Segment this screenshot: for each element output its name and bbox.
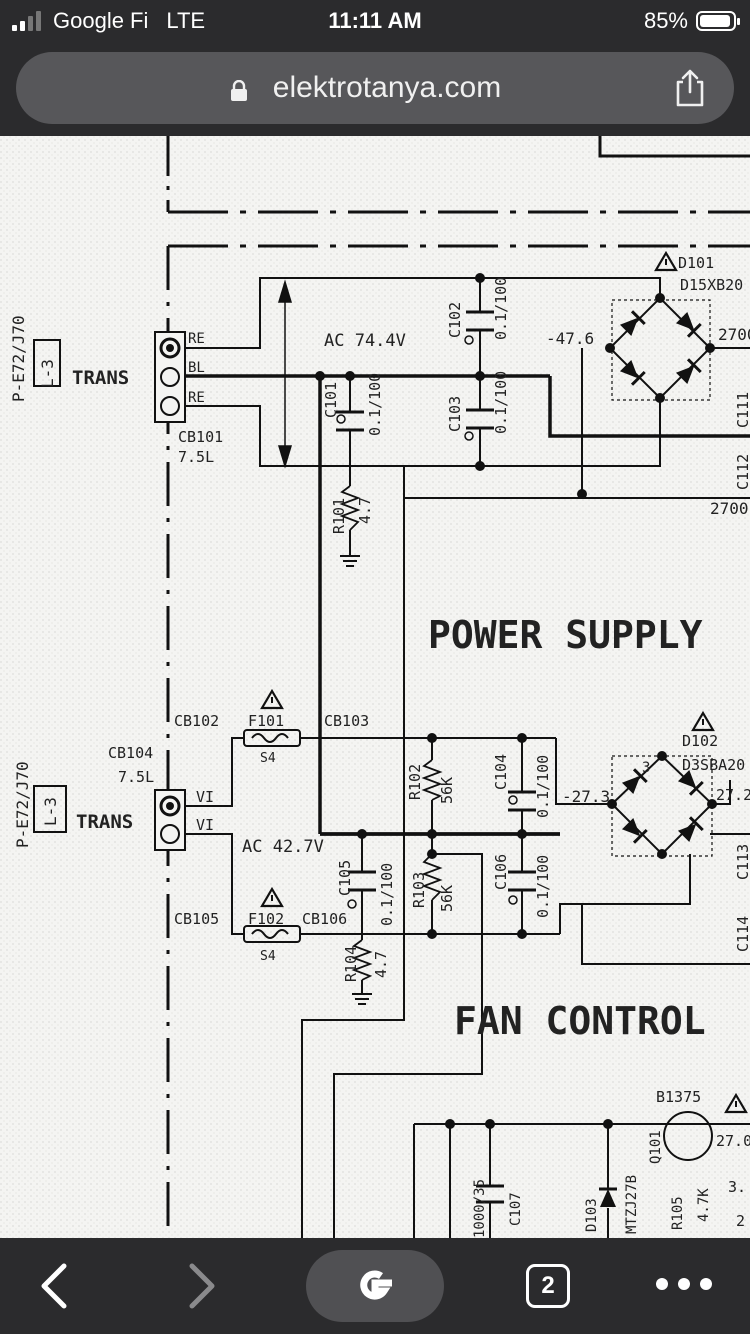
- trans-bottom-box: L-3: [41, 797, 60, 826]
- voltage-2700-b: 2700: [710, 499, 749, 518]
- c101-label: C101: [322, 382, 340, 418]
- voltage-27: 27.2: [716, 786, 750, 804]
- f101-label: F101: [248, 712, 284, 730]
- battery-icon: [696, 11, 740, 31]
- d102-label: D102: [682, 732, 718, 750]
- r102-label: R102: [406, 764, 424, 800]
- d101-label: D101: [678, 254, 714, 272]
- battery-percent: 85%: [643, 8, 688, 33]
- c107-value: 1000/35: [472, 1179, 488, 1238]
- voltage-3: 3.: [728, 1178, 746, 1196]
- cb106-label: CB106: [302, 910, 347, 928]
- network-label: LTE: [166, 8, 206, 33]
- voltage-2: 2: [736, 1212, 745, 1230]
- url-text: elektrotanya.com: [272, 71, 502, 104]
- chevron-right-icon: [189, 1263, 215, 1309]
- r102-value: 56K: [438, 777, 456, 804]
- cb103-label: CB103: [324, 712, 369, 730]
- cb101-label: CB101: [178, 428, 223, 446]
- r101-value: 4.7: [356, 497, 374, 524]
- c104-value: 0.1/100: [534, 755, 552, 818]
- s4-bottom: S4: [260, 949, 276, 964]
- back-button[interactable]: [34, 1258, 74, 1314]
- google-g-icon: [360, 1270, 392, 1300]
- c111-label: C111: [734, 392, 750, 428]
- pin-re-1: RE: [188, 331, 205, 347]
- q101-label: Q101: [648, 1130, 664, 1164]
- c103-label: C103: [446, 396, 464, 432]
- browser-toolbar: elektrotanya.com: [0, 44, 750, 136]
- voltage-neg27: -27.3: [562, 787, 610, 806]
- schematic-image: P-E72/J70 L-3 TRANS RE BL RE CB101 7.5L …: [0, 136, 750, 1238]
- c102-value: 0.1/100: [492, 277, 510, 340]
- r105-label: R105: [670, 1196, 686, 1230]
- carrier-label: Google Fi: [53, 8, 149, 33]
- section-power-supply: POWER SUPPLY: [428, 613, 703, 657]
- c105-value: 0.1/100: [378, 863, 396, 926]
- signal-icon: [12, 11, 41, 31]
- d101-part: D15XB20: [680, 276, 743, 294]
- cb102-label: CB102: [174, 712, 219, 730]
- lock-icon: [231, 80, 247, 101]
- schematic-drawing: P-E72/J70 L-3 TRANS RE BL RE CB101 7.5L …: [0, 136, 750, 1238]
- chevron-left-icon: [41, 1263, 67, 1309]
- status-right: 85%: [643, 8, 740, 34]
- c114-label: C114: [734, 916, 750, 952]
- voltage-2700-a: 2700: [718, 325, 750, 344]
- share-icon[interactable]: [672, 68, 708, 108]
- r103-value: 56K: [438, 885, 456, 912]
- forward-button[interactable]: [182, 1258, 222, 1314]
- d102-part: D3SBA20: [682, 756, 745, 774]
- voltage-neg47: -47.6: [546, 329, 594, 348]
- more-options-icon[interactable]: [656, 1278, 712, 1290]
- pin-re-2: RE: [188, 390, 205, 406]
- f102-label: F102: [248, 910, 284, 928]
- trans-top-label: TRANS: [72, 367, 129, 389]
- section-fan-control: FAN CONTROL: [454, 999, 706, 1043]
- r105-value: 4.7K: [696, 1188, 712, 1222]
- d102-pin: 3: [642, 760, 650, 776]
- status-time: 11:11 AM: [328, 8, 422, 33]
- c107-label: C107: [508, 1192, 524, 1226]
- trans-bottom-label: TRANS: [76, 811, 133, 833]
- address-bar[interactable]: elektrotanya.com: [16, 52, 734, 124]
- cb105-label: CB105: [174, 910, 219, 928]
- d103-part: MTZJ27B: [624, 1175, 640, 1234]
- c106-value: 0.1/100: [534, 855, 552, 918]
- cb104-value: 7.5L: [118, 768, 154, 786]
- c102-label: C102: [446, 302, 464, 338]
- c106-label: C106: [492, 854, 510, 890]
- c112-label: C112: [734, 454, 750, 490]
- cb104-label: CB104: [108, 744, 153, 762]
- pin-vi-1: VI: [196, 788, 214, 806]
- trans-bottom-ref: P-E72/J70: [13, 761, 32, 848]
- cb101-value: 7.5L: [178, 448, 214, 466]
- b1375-label: B1375: [656, 1088, 701, 1106]
- c105-label: C105: [336, 860, 354, 896]
- status-bar: Google Fi LTE 11:11 AM 85%: [0, 0, 750, 44]
- d103-label: D103: [584, 1198, 600, 1232]
- tab-count-label: 2: [541, 1272, 555, 1299]
- c101-value: 0.1/100: [366, 373, 384, 436]
- ac-top-label: AC 74.4V: [324, 331, 406, 351]
- tabs-button[interactable]: 2: [526, 1264, 570, 1308]
- r104-value: 4.7: [372, 951, 390, 978]
- status-left: Google Fi LTE: [12, 8, 205, 34]
- trans-top-box: L-3: [38, 359, 57, 388]
- pin-bl: BL: [188, 360, 205, 376]
- voltage-27-b: 27.0: [716, 1132, 750, 1150]
- s4-top: S4: [260, 751, 276, 766]
- c113-label: C113: [734, 844, 750, 880]
- bottom-toolbar: 2: [0, 1238, 750, 1334]
- pin-vi-2: VI: [196, 816, 214, 834]
- ac-bottom-label: AC 42.7V: [242, 837, 324, 857]
- r103-label: R103: [410, 872, 428, 908]
- r104-label: R104: [342, 946, 360, 982]
- r101-label: R101: [330, 498, 348, 534]
- google-search-button[interactable]: [306, 1250, 444, 1322]
- c103-value: 0.1/100: [492, 371, 510, 434]
- trans-top-ref: P-E72/J70: [9, 315, 28, 402]
- c104-label: C104: [492, 754, 510, 790]
